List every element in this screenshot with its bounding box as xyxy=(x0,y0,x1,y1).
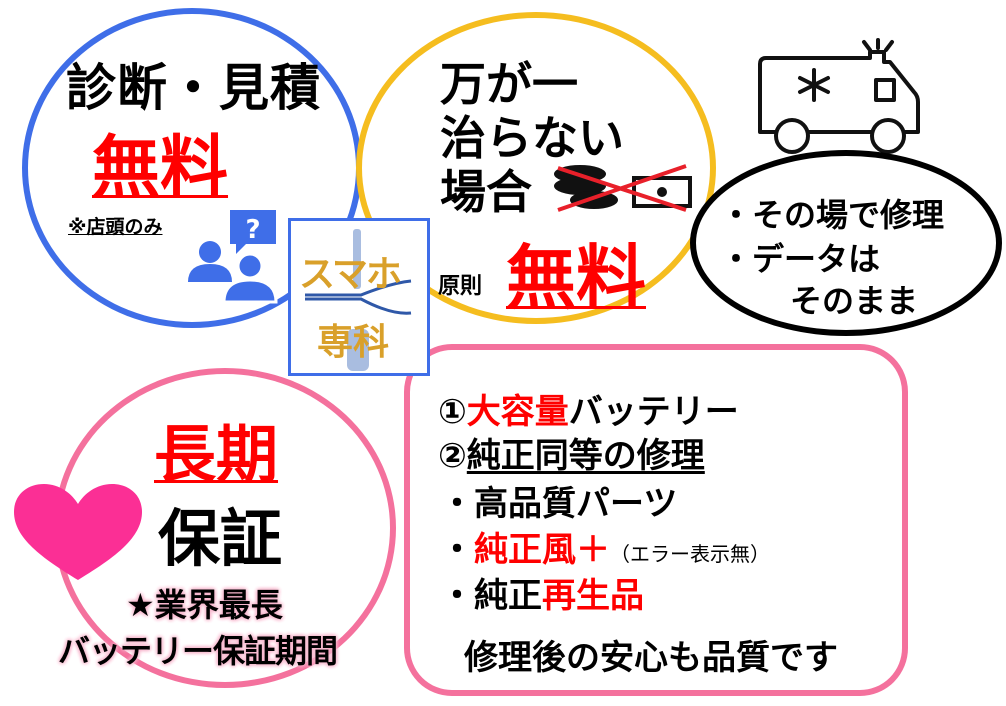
quality-line5-red: 再生品 xyxy=(542,576,644,616)
onsite-item2: ・データは xyxy=(720,240,881,278)
warranty-sub2: バッテリー保証期間 xyxy=(58,632,338,670)
badge-line2: 専科 xyxy=(317,322,390,363)
onsite-item3: そのまま xyxy=(790,282,919,320)
consult-question-icon: ? xyxy=(186,206,286,306)
diagnosis-title: 診断・見積 xyxy=(66,59,321,117)
quality-line1-rest: バッテリー xyxy=(568,392,739,432)
refund-line3: 場合 xyxy=(440,165,532,219)
badge-line1: スマホ xyxy=(299,254,402,295)
quality-line5-dot: ・ xyxy=(440,576,474,616)
refund-prefix: 原則 xyxy=(438,274,483,299)
quality-line3: ・高品質パーツ xyxy=(440,484,678,524)
quality-line1-num: ① xyxy=(438,392,467,432)
warranty-title: 保証 xyxy=(158,502,283,575)
quality-footer: 修理後の安心も品質です xyxy=(464,638,838,678)
diagnosis-free: 無料 xyxy=(92,129,229,208)
quality-line1-red: 大容量 xyxy=(466,392,569,432)
tools-icon xyxy=(305,229,412,371)
onsite-ellipse xyxy=(690,150,1002,336)
refund-line2: 治らない xyxy=(440,111,624,165)
quality-line2: ②純正同等の修理 xyxy=(438,428,705,477)
refund-free: 無料 xyxy=(506,237,646,319)
quality-line5: ・純正再生品 xyxy=(440,568,644,617)
warranty-title-red: 長期 xyxy=(154,418,279,491)
quality-box xyxy=(404,344,908,696)
quality-line5-black: 純正 xyxy=(474,576,542,616)
quality-line1: ①大容量バッテリー xyxy=(438,384,739,433)
quality-line4-small: （エラー表示無） xyxy=(610,542,770,566)
smartphone-specialist-badge: スマホ 専科 xyxy=(288,218,430,376)
refund-line1: 万が一 xyxy=(440,57,578,111)
quality-line4-red: 純正風＋ xyxy=(474,530,610,570)
diagnosis-note: ※店頭のみ xyxy=(68,216,163,238)
heart-icon xyxy=(12,482,144,582)
no-charge-money-icon xyxy=(548,160,696,214)
warranty-sub1: ★業界最長 xyxy=(126,586,283,624)
quality-line2-num: ② xyxy=(438,436,467,476)
quality-line4: ・純正風＋（エラー表示無） xyxy=(440,522,770,571)
quality-line2-text: 純正同等の修理 xyxy=(466,436,705,476)
quality-line4-dot: ・ xyxy=(440,530,474,570)
ambulance-icon xyxy=(756,38,926,158)
svg-text:?: ? xyxy=(245,215,260,245)
onsite-item1: ・その場で修理 xyxy=(720,196,945,234)
